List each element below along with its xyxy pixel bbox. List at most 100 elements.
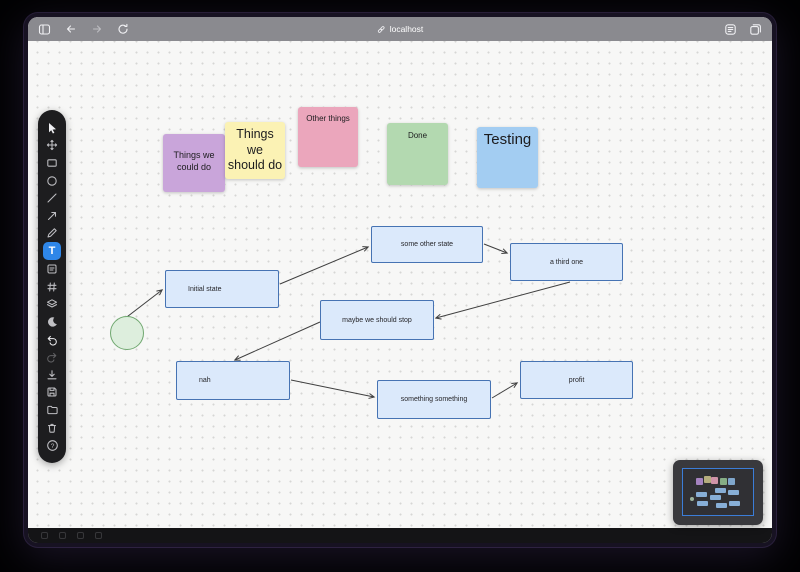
grid-icon xyxy=(47,282,57,292)
line-icon xyxy=(47,193,57,203)
trash-icon xyxy=(47,423,57,433)
help-button[interactable]: ? xyxy=(43,436,61,454)
svg-text:?: ? xyxy=(50,442,54,449)
minimap-note-purple xyxy=(696,478,703,485)
grid-tool-button[interactable] xyxy=(43,278,61,296)
flow-node-label: nah xyxy=(199,377,211,384)
select-cursor-icon xyxy=(49,122,56,134)
layers-button[interactable] xyxy=(43,295,61,313)
minimap-node xyxy=(710,495,721,500)
note-icon xyxy=(47,264,57,274)
folder-button[interactable] xyxy=(43,401,61,419)
minimap-node xyxy=(729,501,740,506)
save-button[interactable] xyxy=(43,384,61,402)
sidebar-icon xyxy=(38,23,51,35)
layers-icon xyxy=(46,299,58,308)
flow-node-label: maybe we should stop xyxy=(342,316,412,324)
tabs-button[interactable] xyxy=(749,23,762,36)
line-tool-button[interactable] xyxy=(43,189,61,207)
flow-node[interactable]: Initial state xyxy=(165,270,279,308)
redo-button[interactable] xyxy=(43,348,61,366)
trash-button[interactable] xyxy=(43,419,61,437)
minimap-note-blue xyxy=(728,478,735,485)
minimap-note-green xyxy=(720,478,727,485)
text-icon: T xyxy=(48,245,56,258)
note-tool-button[interactable] xyxy=(43,260,61,278)
flow-node-label: a third one xyxy=(549,258,584,266)
minimap-viewport xyxy=(682,468,754,516)
arrow-icon xyxy=(47,211,57,220)
sticky-note[interactable]: Testing xyxy=(477,127,538,188)
minimap-note-yellow xyxy=(704,476,711,483)
tabs-icon xyxy=(750,23,761,35)
status-bar xyxy=(28,528,772,543)
rectangle-tool-button[interactable] xyxy=(43,154,61,172)
pen-tool-button[interactable] xyxy=(43,225,61,243)
reload-icon xyxy=(118,23,128,34)
flow-node[interactable]: maybe we should stop xyxy=(320,300,434,340)
sticky-note-label: Done xyxy=(407,131,428,140)
reader-icon xyxy=(725,23,736,35)
flow-node[interactable]: nah xyxy=(176,361,290,400)
download-icon xyxy=(47,369,57,380)
back-button[interactable] xyxy=(65,23,77,35)
flow-node[interactable]: something something xyxy=(377,380,491,419)
forward-button[interactable] xyxy=(91,23,103,35)
help-icon: ? xyxy=(46,439,58,451)
move-icon xyxy=(46,140,58,151)
flow-node-label: profit xyxy=(568,376,585,384)
download-button[interactable] xyxy=(43,366,61,384)
reload-button[interactable] xyxy=(117,23,129,35)
arrow-tool-button[interactable] xyxy=(43,207,61,225)
back-arrow-icon xyxy=(66,25,76,33)
reader-button[interactable] xyxy=(724,23,737,36)
statusbar-icon xyxy=(77,532,84,539)
browser-toolbar: localhost xyxy=(28,17,772,41)
flow-node-label: something something xyxy=(400,396,468,403)
ellipse-icon xyxy=(47,175,57,186)
sticky-note-label: Other things xyxy=(306,114,350,123)
redo-icon xyxy=(47,352,57,363)
save-icon xyxy=(47,387,57,397)
browser-window-frame: localhost xyxy=(24,13,776,547)
folder-icon xyxy=(47,405,58,415)
sticky-note-label: Things we could do xyxy=(173,150,215,173)
flow-node[interactable]: some other state xyxy=(371,226,483,263)
statusbar-icon xyxy=(59,532,66,539)
text-tool-button[interactable]: T xyxy=(43,242,61,261)
browser-window: localhost xyxy=(28,17,772,543)
sticky-note[interactable]: Things we could do xyxy=(163,134,225,192)
page-link-icon xyxy=(377,25,385,33)
statusbar-icon xyxy=(41,532,48,539)
move-tool-button[interactable] xyxy=(43,137,61,155)
select-tool-button[interactable] xyxy=(43,119,61,137)
forward-arrow-icon xyxy=(92,25,102,33)
undo-icon xyxy=(47,335,57,346)
sticky-note[interactable]: Other things xyxy=(298,107,358,167)
statusbar-icon xyxy=(95,532,102,539)
minimap-node xyxy=(728,490,739,495)
minimap-node xyxy=(697,501,708,506)
flow-node[interactable]: a third one xyxy=(510,243,623,281)
undo-button[interactable] xyxy=(43,331,61,349)
dark-mode-icon xyxy=(48,317,57,327)
minimap-node xyxy=(716,503,727,508)
sidebar-toggle-button[interactable] xyxy=(38,23,51,36)
sticky-note-label: Testing xyxy=(483,131,532,148)
sticky-note[interactable]: Things we should do xyxy=(225,122,285,179)
address-text: localhost xyxy=(389,24,424,34)
ellipse-tool-button[interactable] xyxy=(43,172,61,190)
sticky-note[interactable]: Done xyxy=(387,123,448,185)
minimap-node xyxy=(696,492,707,497)
minimap-note-pink xyxy=(711,477,718,484)
dark-mode-button[interactable] xyxy=(43,313,61,331)
minimap[interactable] xyxy=(673,460,763,525)
address-bar[interactable]: localhost xyxy=(377,24,424,34)
start-circle-shape[interactable] xyxy=(110,316,144,350)
sticky-note-label: Things we should do xyxy=(227,127,283,173)
minimap-start-circle xyxy=(690,497,694,501)
flow-node[interactable]: profit xyxy=(520,361,633,399)
rectangle-icon xyxy=(47,159,57,167)
whiteboard-canvas[interactable] xyxy=(28,41,772,528)
minimap-node xyxy=(715,488,726,493)
